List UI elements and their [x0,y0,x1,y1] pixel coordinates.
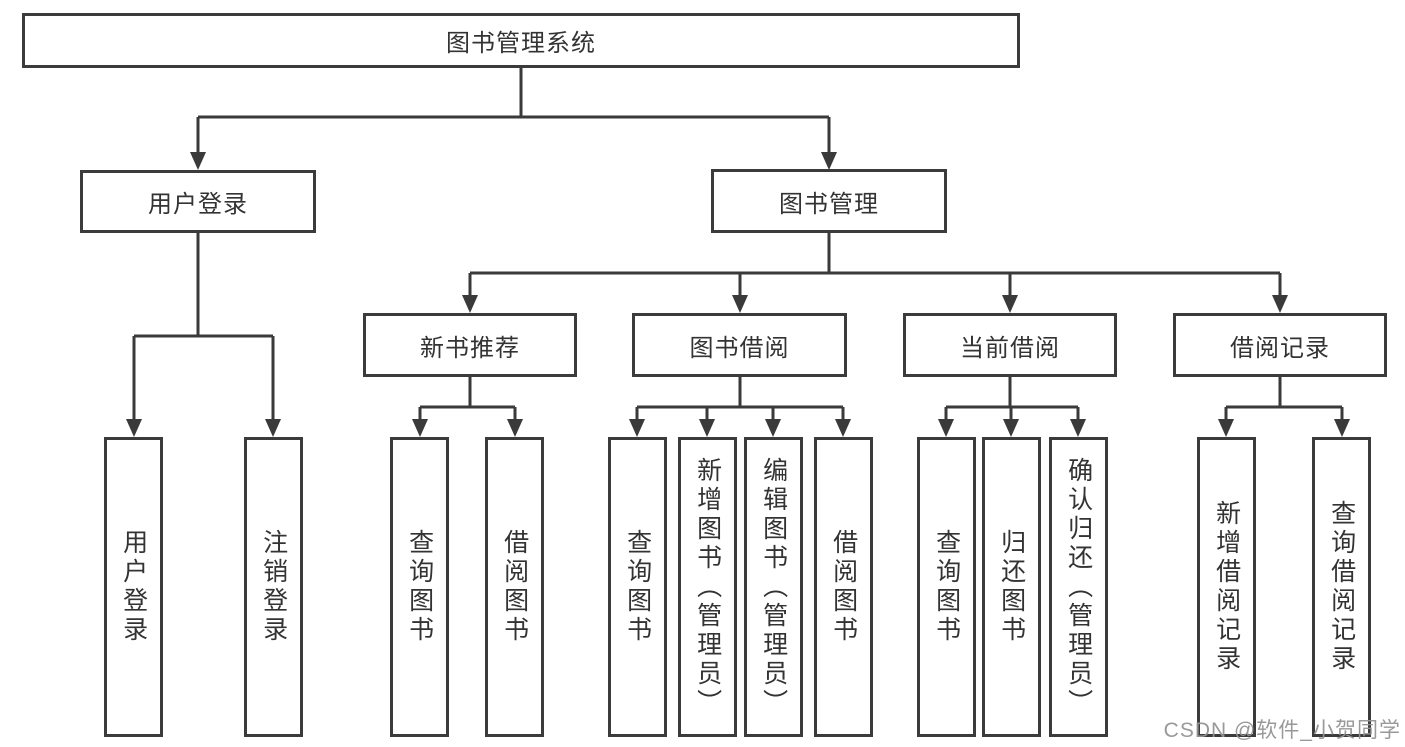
node-book-borrow: 图书借阅 [632,313,847,377]
leaf-records-query-record: 查询借阅记录 [1312,437,1371,737]
leaf-borrow-add-books-admin: 新增图书（管理员） [678,437,737,737]
leaf-user-login-label: 用户登录 [119,529,148,645]
leaf-borrow-query-books: 查询图书 [608,437,667,737]
node-book-borrow-label: 图书借阅 [689,334,790,362]
leaf-recommend-borrow-books: 借阅图书 [485,437,544,737]
leaf-borrow-add-books-admin-label: 新增图书（管理员） [693,456,722,718]
csdn-watermark: CSDN @软件_小贺同学 [1163,719,1401,742]
leaf-current-confirm-return-admin-label: 确认归还（管理员） [1064,456,1093,718]
leaf-borrow-borrow-books-label: 借阅图书 [829,529,858,645]
node-user-login: 用户登录 [80,170,316,233]
leaf-current-confirm-return-admin: 确认归还（管理员） [1049,437,1108,737]
leaf-current-query-books: 查询图书 [917,437,976,737]
leaf-logout-login-label: 注销登录 [259,529,288,645]
leaf-records-add-record: 新增借阅记录 [1197,437,1256,737]
leaf-current-query-books-label: 查询图书 [932,529,961,645]
leaf-logout-login: 注销登录 [244,437,303,737]
node-current-borrow-label: 当前借阅 [960,334,1060,362]
leaf-borrow-borrow-books: 借阅图书 [814,437,873,737]
node-root-label: 图书管理系统 [446,30,596,57]
node-borrow-records: 借阅记录 [1173,313,1387,377]
node-new-book-recommend: 新书推荐 [363,313,577,377]
leaf-borrow-query-books-label: 查询图书 [623,529,652,645]
leaf-records-query-record-label: 查询借阅记录 [1327,500,1356,674]
node-new-book-recommend-label: 新书推荐 [420,334,520,362]
node-borrow-records-label: 借阅记录 [1230,334,1330,362]
leaf-borrow-edit-books-admin: 编辑图书（管理员） [744,437,803,737]
leaf-borrow-edit-books-admin-label: 编辑图书（管理员） [759,456,788,718]
leaf-user-login: 用户登录 [104,437,163,737]
leaf-recommend-query-books-label: 查询图书 [405,529,434,645]
leaf-recommend-query-books: 查询图书 [390,437,449,737]
leaf-current-return-books-label: 归还图书 [997,529,1026,645]
leaf-records-add-record-label: 新增借阅记录 [1212,500,1241,674]
leaf-recommend-borrow-books-label: 借阅图书 [500,529,529,645]
node-book-management-label: 图书管理 [779,190,879,218]
node-user-login-label: 用户登录 [148,191,248,218]
leaf-current-return-books: 归还图书 [982,437,1041,737]
node-root: 图书管理系统 [22,13,1020,68]
node-book-management: 图书管理 [711,169,947,233]
node-current-borrow: 当前借阅 [903,313,1117,377]
